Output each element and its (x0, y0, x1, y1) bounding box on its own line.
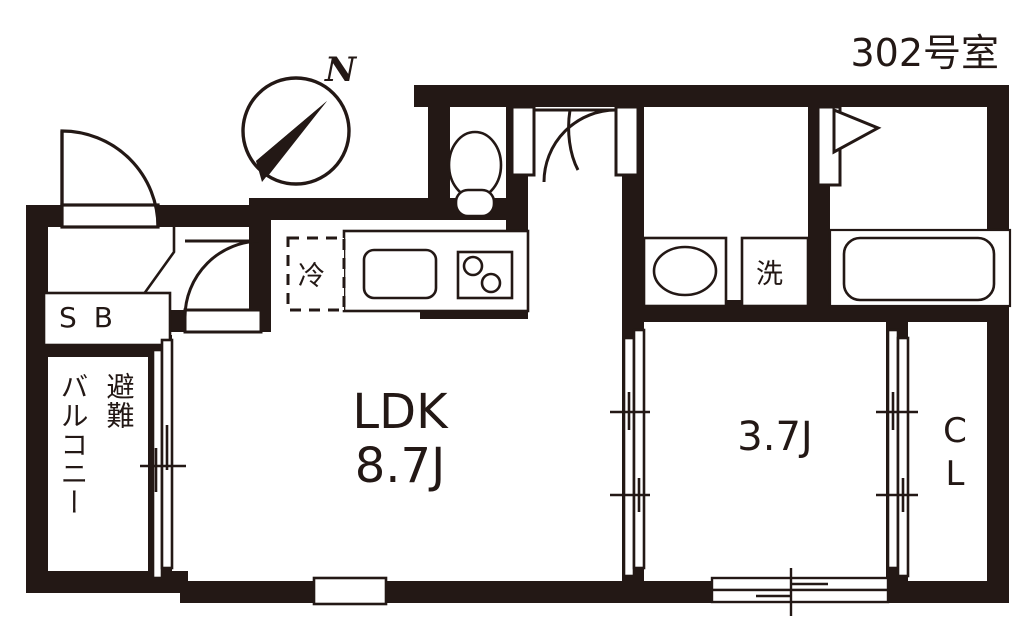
shoe-box-label: S B (59, 301, 117, 334)
compass-rose (241, 76, 351, 186)
balcony-label: バルコニー (56, 372, 90, 517)
wall-balcony-bottom (26, 571, 186, 593)
wall-kitchen-top (249, 198, 424, 220)
hall-swing-door[interactable] (183, 239, 263, 334)
closet-sliding-door[interactable] (876, 328, 918, 578)
room-label-western-room: 3.7J (737, 414, 813, 460)
closet-line-2: L (945, 453, 965, 494)
wall-ldk-top-right (404, 198, 428, 220)
toilet-fixture (447, 130, 503, 218)
wall-right-outer (987, 85, 1009, 603)
washing-machine-space (740, 236, 810, 308)
kitchen-sink (362, 248, 438, 300)
wall-toilet-left (428, 85, 450, 220)
toilet-swing-door[interactable] (510, 105, 640, 183)
ldk-name: LDK (352, 384, 448, 440)
balcony-sliding-door[interactable] (140, 338, 186, 580)
wall-left-lower (26, 335, 48, 593)
shoe-box (42, 291, 172, 347)
refrigerator-label: 冷 (298, 261, 325, 292)
page-title: 302号室 (850, 31, 999, 75)
compass-north-icon: N (325, 50, 357, 90)
closet-line-1: C (943, 411, 967, 451)
room-label-closet: C L (930, 410, 980, 495)
two-burner-stove (456, 250, 514, 300)
bathtub-fixture (828, 228, 1012, 308)
evacuation-label: 避難 (102, 372, 136, 430)
refrigerator-space (286, 236, 346, 312)
wall-left-upper (26, 205, 48, 335)
vanity-basin (642, 236, 728, 308)
washing-machine-label: 洗 (756, 259, 783, 290)
room-sliding-window (710, 568, 890, 616)
entrance-swing-door[interactable] (60, 129, 160, 229)
ldk-area: 8.7J (354, 437, 446, 494)
ldk-window (312, 576, 388, 606)
room-label-ldk: LDK 8.7J (300, 384, 500, 494)
room-sliding-door[interactable] (610, 328, 650, 578)
bathroom-folding-door[interactable] (816, 105, 882, 187)
wall-top-right (414, 85, 1009, 107)
